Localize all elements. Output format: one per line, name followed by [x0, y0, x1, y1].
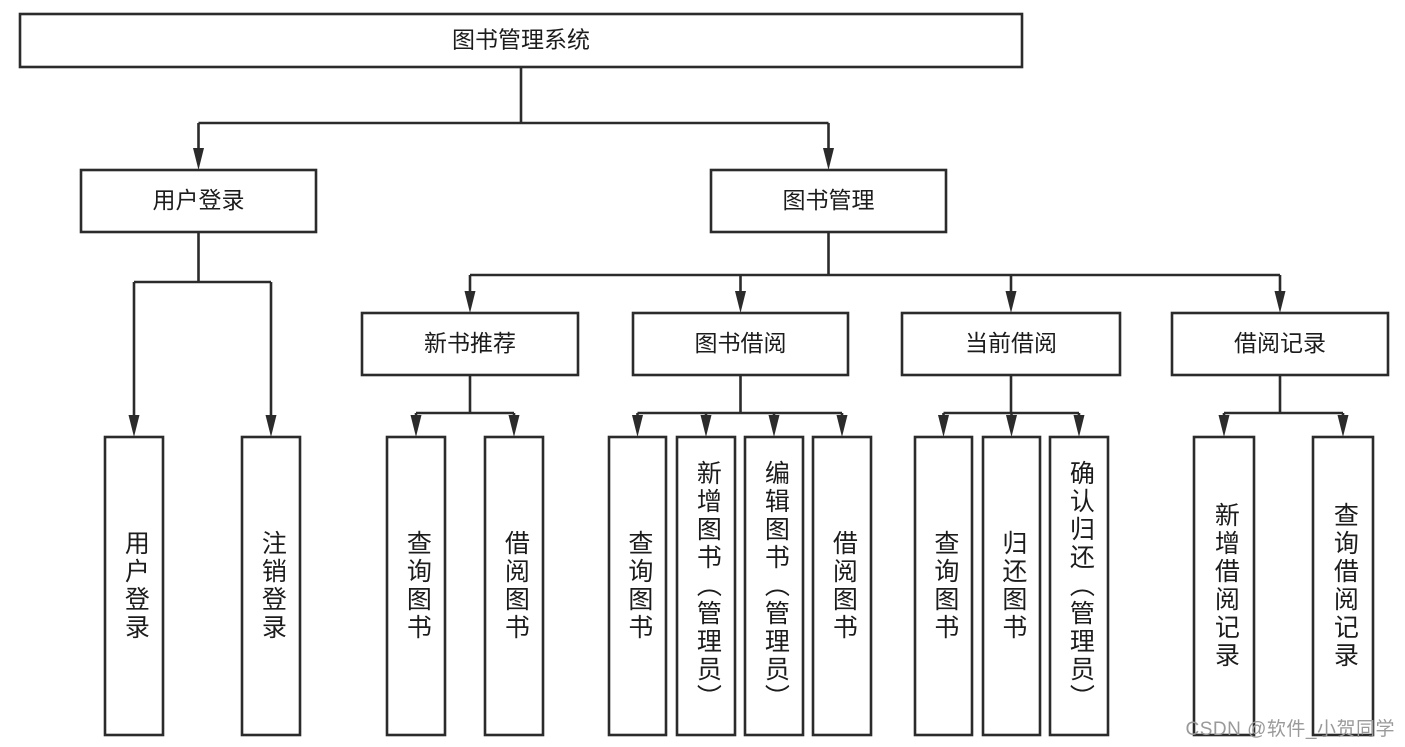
node-current-query-book[interactable]: 查询图书 [913, 435, 974, 737]
node-box-borrow-query-book [607, 435, 668, 737]
arrow-head-icon [632, 415, 643, 437]
arrow-head-icon [1274, 291, 1286, 313]
node-root[interactable]: 图书管理系统 [18, 12, 1024, 69]
watermark-text: CSDN @软件_小贺同学 [1185, 719, 1395, 740]
node-box-user-login-do [103, 435, 165, 737]
node-label-user-login-do: 用户登录 [121, 530, 150, 642]
node-label-query-borrow-record: 查询借阅记录 [1330, 502, 1359, 670]
node-box-current-borrow [900, 311, 1122, 377]
node-box-add-borrow-record [1192, 435, 1256, 737]
node-label-book-borrow: 图书借阅 [695, 330, 787, 356]
node-box-user-logout [240, 435, 302, 737]
arrow-head-icon [128, 415, 140, 437]
node-label-borrow-query-book: 查询图书 [625, 530, 654, 642]
node-recommend-borrow-book[interactable]: 借阅图书 [483, 435, 545, 737]
node-borrow-borrow-book[interactable]: 借阅图书 [811, 435, 873, 737]
node-box-user-login [79, 168, 318, 234]
node-box-borrow-edit-book [743, 435, 805, 737]
node-label-current-return-book: 归还图书 [999, 530, 1028, 642]
node-user-logout[interactable]: 注销登录 [240, 435, 302, 737]
node-recommend-query-book[interactable]: 查询图书 [385, 435, 447, 737]
arrow-head-icon [823, 148, 834, 170]
arrow-head-icon [1337, 415, 1349, 437]
node-label-current-confirm-return: 确认归还（管理员） [1066, 460, 1095, 712]
arrow-head-icon [768, 415, 780, 437]
arrow-head-icon [1006, 415, 1017, 437]
node-add-borrow-record[interactable]: 新增借阅记录 [1192, 435, 1256, 737]
node-label-recommend-query-book: 查询图书 [403, 530, 432, 642]
node-label-borrow-records: 借阅记录 [1234, 330, 1326, 356]
node-current-return-book[interactable]: 归还图书 [981, 435, 1042, 737]
connector-layer [128, 67, 1349, 437]
node-borrow-records[interactable]: 借阅记录 [1170, 311, 1390, 377]
arrow-head-icon [836, 415, 848, 437]
node-layer: 图书管理系统用户登录用户登录注销登录图书管理新书推荐查询图书借阅图书图书借阅查询… [18, 12, 1390, 737]
node-box-borrow-borrow-book [811, 435, 873, 737]
node-label-recommend-borrow-book: 借阅图书 [501, 530, 530, 642]
node-box-new-book-recommend [360, 311, 580, 377]
node-box-book-borrow [631, 311, 850, 377]
node-book-borrow[interactable]: 图书借阅 [631, 311, 850, 377]
arrow-head-icon [938, 415, 949, 437]
node-new-book-recommend[interactable]: 新书推荐 [360, 311, 580, 377]
arrow-head-icon [1218, 415, 1230, 437]
node-box-query-borrow-record [1311, 435, 1375, 737]
node-label-borrow-add-book: 新增图书（管理员） [693, 460, 722, 712]
arrow-head-icon [410, 415, 422, 437]
node-box-book-management [709, 168, 948, 234]
node-current-borrow[interactable]: 当前借阅 [900, 311, 1122, 377]
arrow-head-icon [735, 291, 746, 313]
node-query-borrow-record[interactable]: 查询借阅记录 [1311, 435, 1375, 737]
node-label-current-borrow: 当前借阅 [965, 330, 1057, 356]
node-box-current-return-book [981, 435, 1042, 737]
node-label-add-borrow-record: 新增借阅记录 [1211, 502, 1240, 670]
node-user-login-do[interactable]: 用户登录 [103, 435, 165, 737]
node-box-current-query-book [913, 435, 974, 737]
node-label-borrow-edit-book: 编辑图书（管理员） [761, 460, 790, 712]
arrow-head-icon [1005, 291, 1017, 313]
node-borrow-query-book[interactable]: 查询图书 [607, 435, 668, 737]
arrow-head-icon [464, 291, 476, 313]
arrow-head-icon [1073, 415, 1085, 437]
node-box-root [18, 12, 1024, 69]
node-user-login[interactable]: 用户登录 [79, 168, 318, 234]
node-box-borrow-add-book [675, 435, 737, 737]
node-book-management[interactable]: 图书管理 [709, 168, 948, 234]
node-label-root: 图书管理系统 [452, 27, 590, 53]
node-borrow-edit-book[interactable]: 编辑图书（管理员） [743, 435, 805, 737]
node-label-user-logout: 注销登录 [258, 530, 287, 642]
node-label-new-book-recommend: 新书推荐 [424, 330, 516, 356]
node-box-recommend-query-book [385, 435, 447, 737]
node-borrow-add-book[interactable]: 新增图书（管理员） [675, 435, 737, 737]
arrow-head-icon [700, 415, 712, 437]
node-box-borrow-records [1170, 311, 1390, 377]
node-box-current-confirm-return [1048, 435, 1110, 737]
node-label-current-query-book: 查询图书 [931, 530, 960, 642]
arrow-head-icon [193, 148, 204, 170]
node-label-book-management: 图书管理 [783, 187, 875, 213]
node-current-confirm-return[interactable]: 确认归还（管理员） [1048, 435, 1110, 737]
node-box-recommend-borrow-book [483, 435, 545, 737]
node-label-borrow-borrow-book: 借阅图书 [829, 530, 858, 642]
arrow-head-icon [265, 415, 277, 437]
arrow-head-icon [508, 415, 520, 437]
node-label-user-login: 用户登录 [153, 187, 245, 213]
